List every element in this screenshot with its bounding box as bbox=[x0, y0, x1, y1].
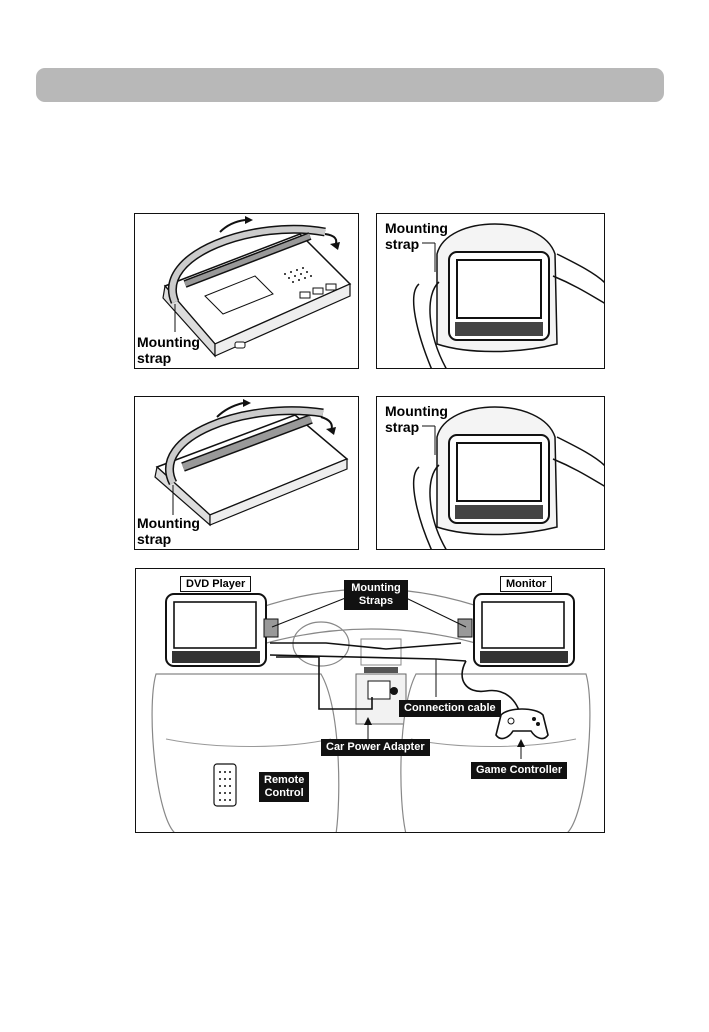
connection-cable-label: Connection cable bbox=[399, 700, 501, 717]
panel-headrest-mount-dvd: Mounting strap bbox=[376, 213, 605, 369]
mounting-straps-label: Mounting Straps bbox=[344, 580, 408, 610]
mounting-straps-line1: Mounting bbox=[349, 582, 403, 595]
mounting-strap-label-line2: strap bbox=[137, 350, 171, 366]
mounting-strap-label-line2: strap bbox=[385, 419, 419, 435]
remote-control-line1: Remote bbox=[264, 774, 304, 787]
section-header-bar bbox=[36, 68, 664, 102]
mounting-strap-label-line2: strap bbox=[137, 531, 171, 547]
panel-monitor-strap: Mounting strap bbox=[134, 396, 359, 550]
monitor-label: Monitor bbox=[500, 576, 552, 592]
mounting-strap-label-line1: Mounting bbox=[137, 515, 200, 531]
remote-control-line2: Control bbox=[264, 787, 304, 800]
mounting-straps-line2: Straps bbox=[349, 595, 403, 608]
mounting-strap-label-line1: Mounting bbox=[137, 334, 200, 350]
panel-car-connection-diagram: DVD Player Monitor Mounting Straps Conne… bbox=[135, 568, 605, 833]
mounting-strap-label-line1: Mounting bbox=[385, 403, 448, 419]
mounting-strap-label-line1: Mounting bbox=[385, 220, 448, 236]
dvd-player-label: DVD Player bbox=[180, 576, 251, 592]
game-controller-label: Game Controller bbox=[471, 762, 567, 779]
remote-control-label: Remote Control bbox=[259, 772, 309, 802]
panel-headrest-mount-monitor: Mounting strap bbox=[376, 396, 605, 550]
car-power-adapter-label: Car Power Adapter bbox=[321, 739, 430, 756]
panel-dvd-player-strap: Mounting strap bbox=[134, 213, 359, 369]
mounting-strap-label-line2: strap bbox=[385, 236, 419, 252]
